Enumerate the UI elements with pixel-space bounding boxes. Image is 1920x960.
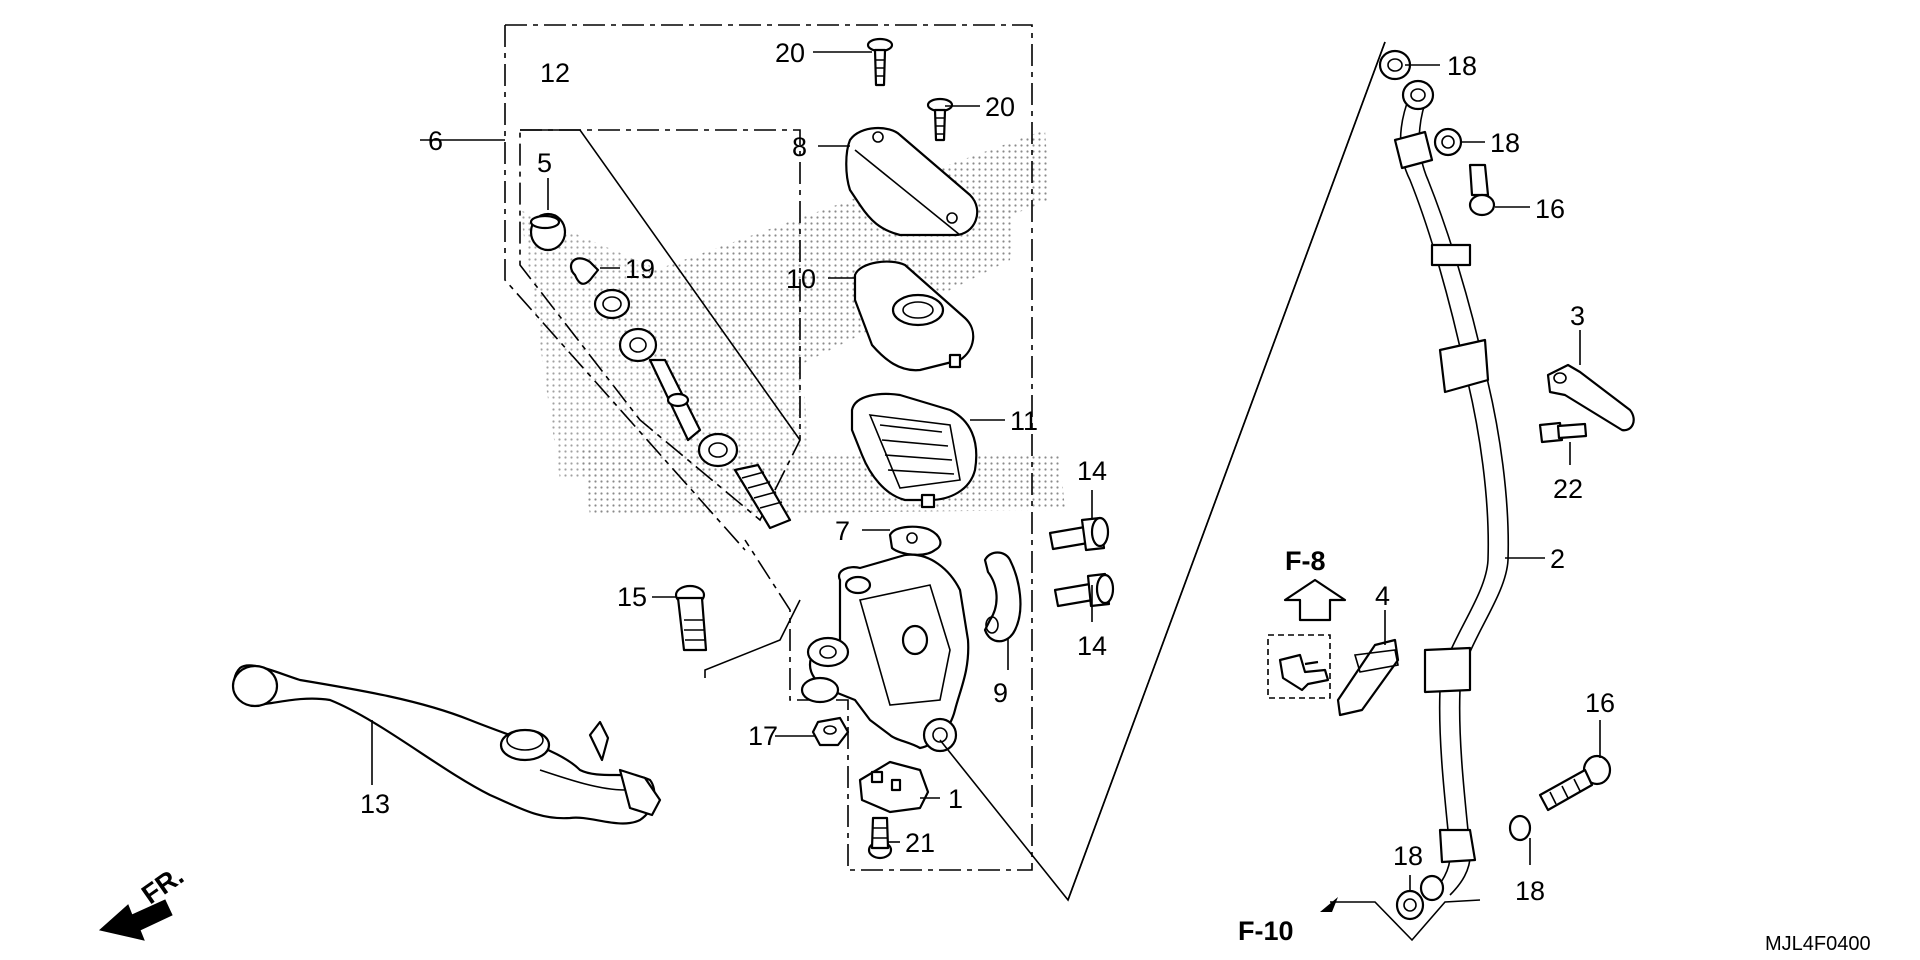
brake-lever-part <box>231 664 662 825</box>
reference-arrow-down <box>1320 897 1338 912</box>
callout-7: 7 <box>835 516 850 546</box>
diaphragm-part <box>850 392 978 509</box>
hose-bracket-part <box>1546 363 1635 432</box>
callout-3: 3 <box>1570 301 1585 331</box>
callout-20-top: 20 <box>775 38 805 68</box>
callout-14-bottom: 14 <box>1077 631 1107 661</box>
callout-16-top: 16 <box>1535 194 1565 224</box>
clamp-part <box>983 551 1022 643</box>
reservoir-cap-part <box>845 127 979 237</box>
dotted-watermark <box>520 130 1065 515</box>
callout-2: 2 <box>1550 544 1565 574</box>
group-outlines <box>504 24 1331 871</box>
washers-and-bolts-part <box>1378 49 1612 921</box>
switch-screw-part <box>867 816 893 860</box>
callout-9: 9 <box>993 678 1008 708</box>
callout-19: 19 <box>625 254 655 284</box>
callout-14-top: 14 <box>1077 456 1107 486</box>
callout-21: 21 <box>905 828 935 858</box>
nut-part <box>811 716 850 747</box>
diaphragm-plate-part <box>853 260 975 372</box>
leader-lines <box>371 51 1601 892</box>
callout-18-d: 18 <box>1515 876 1545 906</box>
callout-4: 4 <box>1375 581 1390 611</box>
callout-8: 8 <box>792 132 807 162</box>
callout-18-b: 18 <box>1490 128 1520 158</box>
mounting-bolts-part <box>1048 516 1115 608</box>
callout-15: 15 <box>617 582 647 612</box>
callout-17: 17 <box>748 721 778 751</box>
hose-clamp-part <box>1278 638 1400 717</box>
master-cylinder-body-part <box>800 553 970 753</box>
callout-22: 22 <box>1553 474 1583 504</box>
callout-18-a: 18 <box>1447 51 1477 81</box>
callout-12: 12 <box>540 58 570 88</box>
callout-labels: 1 2 3 4 5 6 7 8 9 10 11 12 13 14 14 15 1… <box>360 38 1615 906</box>
callout-6: 6 <box>428 126 443 156</box>
callout-13: 13 <box>360 789 390 819</box>
cap-screws-part <box>866 37 954 142</box>
stop-switch-part <box>858 760 930 814</box>
front-indicator-label: FR. <box>136 860 189 910</box>
callout-10: 10 <box>786 264 816 294</box>
reference-label-top: F-8 <box>1285 546 1326 576</box>
diagram-code: MJL4F0400 <box>1765 933 1871 955</box>
reference-label-bottom: F-10 <box>1238 916 1294 946</box>
callout-16-bottom: 16 <box>1585 688 1615 718</box>
clip-part <box>888 525 942 556</box>
callout-11: 11 <box>1010 406 1038 436</box>
reference-arrow-up <box>1283 578 1347 622</box>
callout-20-right: 20 <box>985 92 1015 122</box>
callout-18-c: 18 <box>1393 841 1423 871</box>
front-arrow-icon <box>98 899 173 941</box>
brake-hose-part <box>1393 79 1510 896</box>
bracket-bolt-part <box>1538 421 1588 444</box>
piston-kit-part <box>529 212 792 530</box>
pivot-bolt-part <box>674 584 708 652</box>
callout-1: 1 <box>948 784 963 814</box>
callout-5: 5 <box>537 148 552 178</box>
